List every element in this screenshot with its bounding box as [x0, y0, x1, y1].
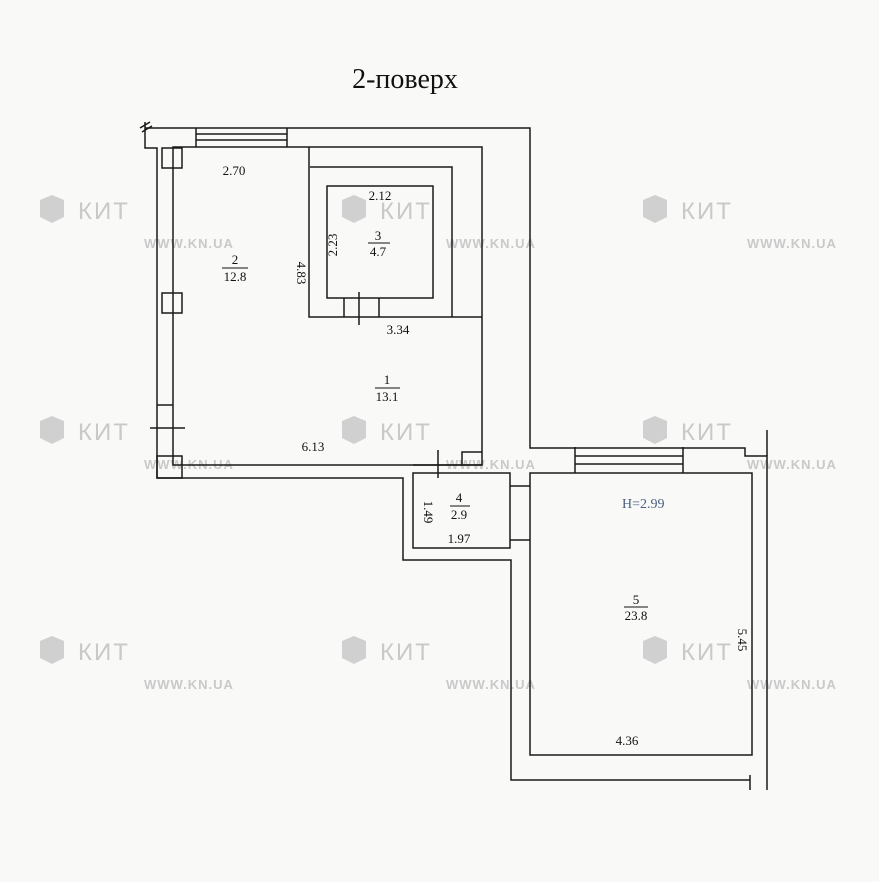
svg-text:WWW.KN.UA: WWW.KN.UA [747, 457, 837, 472]
watermark: КИТ WWW.KN.UA [40, 195, 234, 251]
svg-text:КИТ: КИТ [380, 198, 432, 225]
svg-text:WWW.KN.UA: WWW.KN.UA [446, 236, 536, 251]
room-4-label: 42.9 [450, 490, 470, 522]
svg-text:КИТ: КИТ [380, 419, 432, 446]
svg-text:2.9: 2.9 [451, 507, 467, 522]
watermarks: КИТ WWW.KN.UA КИТ WWW.KN.UA КИТ WWW.KN.UA К… [40, 195, 837, 692]
dim-label: 3.34 [387, 322, 410, 337]
dim-label: 6.13 [302, 439, 325, 454]
watermark: КИТ WWW.KN.UA [643, 195, 837, 251]
svg-text:КИТ: КИТ [78, 419, 130, 446]
svg-text:13.1: 13.1 [376, 389, 399, 404]
svg-text:КИТ: КИТ [380, 639, 432, 666]
watermark: КИТ WWW.KN.UA [342, 195, 536, 251]
svg-text:4: 4 [456, 490, 463, 505]
room-1-label: 113.1 [375, 372, 400, 404]
svg-text:КИТ: КИТ [78, 639, 130, 666]
dim-label: 4.36 [616, 733, 639, 748]
svg-text:12.8: 12.8 [224, 269, 247, 284]
svg-text:2: 2 [232, 252, 239, 267]
svg-text:23.8: 23.8 [625, 608, 648, 623]
watermark: КИТ WWW.KN.UA [342, 416, 536, 472]
dim-label: 2.23 [325, 234, 340, 257]
svg-text:3: 3 [375, 228, 382, 243]
dim-label: 5.45 [735, 629, 750, 652]
dim-label: 2.12 [369, 188, 392, 203]
svg-text:4.7: 4.7 [370, 244, 387, 259]
watermark: КИТ WWW.KN.UA [643, 636, 837, 692]
dim-label: 2.70 [223, 163, 246, 178]
room-5-label: 523.8 [624, 592, 648, 623]
dim-label: 1.97 [448, 531, 471, 546]
room-2-label: 212.8 [222, 252, 248, 284]
watermark: КИТ WWW.KN.UA [643, 416, 837, 472]
svg-text:WWW.KN.UA: WWW.KN.UA [144, 236, 234, 251]
floor-title: 2-поверх [352, 64, 458, 95]
svg-text:1: 1 [384, 372, 391, 387]
svg-text:5: 5 [633, 592, 640, 607]
walls [139, 121, 768, 790]
svg-text:WWW.KN.UA: WWW.KN.UA [747, 236, 837, 251]
watermark: КИТ WWW.KN.UA [342, 636, 536, 692]
dim-label: 4.83 [294, 262, 309, 285]
ceiling-height: H=2.99 [622, 497, 665, 512]
svg-text:КИТ: КИТ [681, 639, 733, 666]
svg-text:КИТ: КИТ [681, 198, 733, 225]
svg-text:WWW.KN.UA: WWW.KN.UA [446, 457, 536, 472]
room-3-label: 34.7 [368, 228, 390, 259]
svg-text:КИТ: КИТ [681, 419, 733, 446]
svg-text:WWW.KN.UA: WWW.KN.UA [144, 677, 234, 692]
svg-text:WWW.KN.UA: WWW.KN.UA [446, 677, 536, 692]
svg-text:КИТ: КИТ [78, 198, 130, 225]
watermark: КИТ WWW.KN.UA [40, 636, 234, 692]
svg-text:WWW.KN.UA: WWW.KN.UA [747, 677, 837, 692]
dim-label: 1.49 [421, 501, 436, 524]
